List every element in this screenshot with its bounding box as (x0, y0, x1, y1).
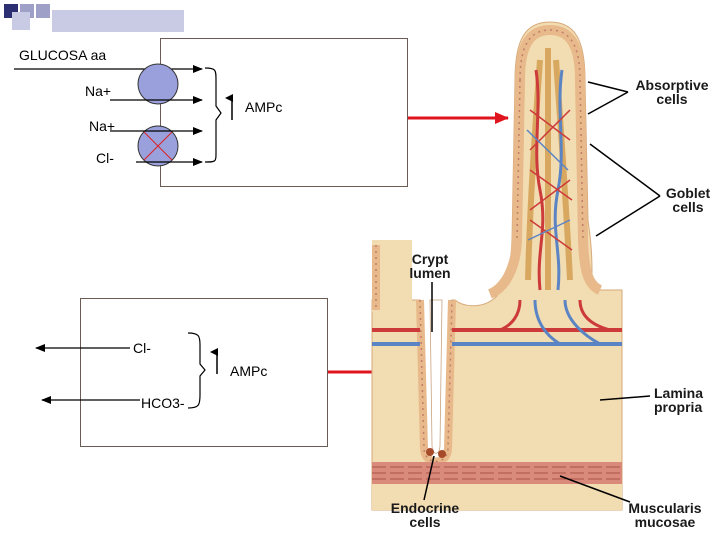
glucose-aa-label: GLUCOSA aa (19, 47, 107, 63)
intestinal-mucosa-illustration (371, 21, 623, 511)
endocrine-pointer (423, 455, 435, 501)
absorptive-pointer-2 (587, 91, 629, 115)
muscularis-pointer (559, 475, 631, 503)
hco3-label: HCO3- (141, 395, 185, 411)
ampc-label-1: AMPc (245, 99, 283, 115)
inhibition-bracket-2 (187, 332, 206, 409)
goblet-pointer-1 (589, 143, 661, 197)
sglt-carrier (137, 63, 179, 105)
na-label-2: Na+ (89, 118, 116, 134)
inhibition-bracket-1 (204, 67, 222, 163)
cl-label-1: Cl- (96, 150, 114, 166)
goblet-pointer-2 (595, 195, 661, 237)
slide-corner-decoration (0, 0, 190, 34)
lamina-pointer (599, 395, 651, 401)
secretion-panel (80, 298, 328, 447)
cl-label-2: Cl- (133, 340, 151, 356)
ampc-label-2: AMPc (230, 363, 268, 379)
na-label-1: Na+ (85, 83, 112, 99)
absorptive-pointer-1 (587, 81, 629, 93)
